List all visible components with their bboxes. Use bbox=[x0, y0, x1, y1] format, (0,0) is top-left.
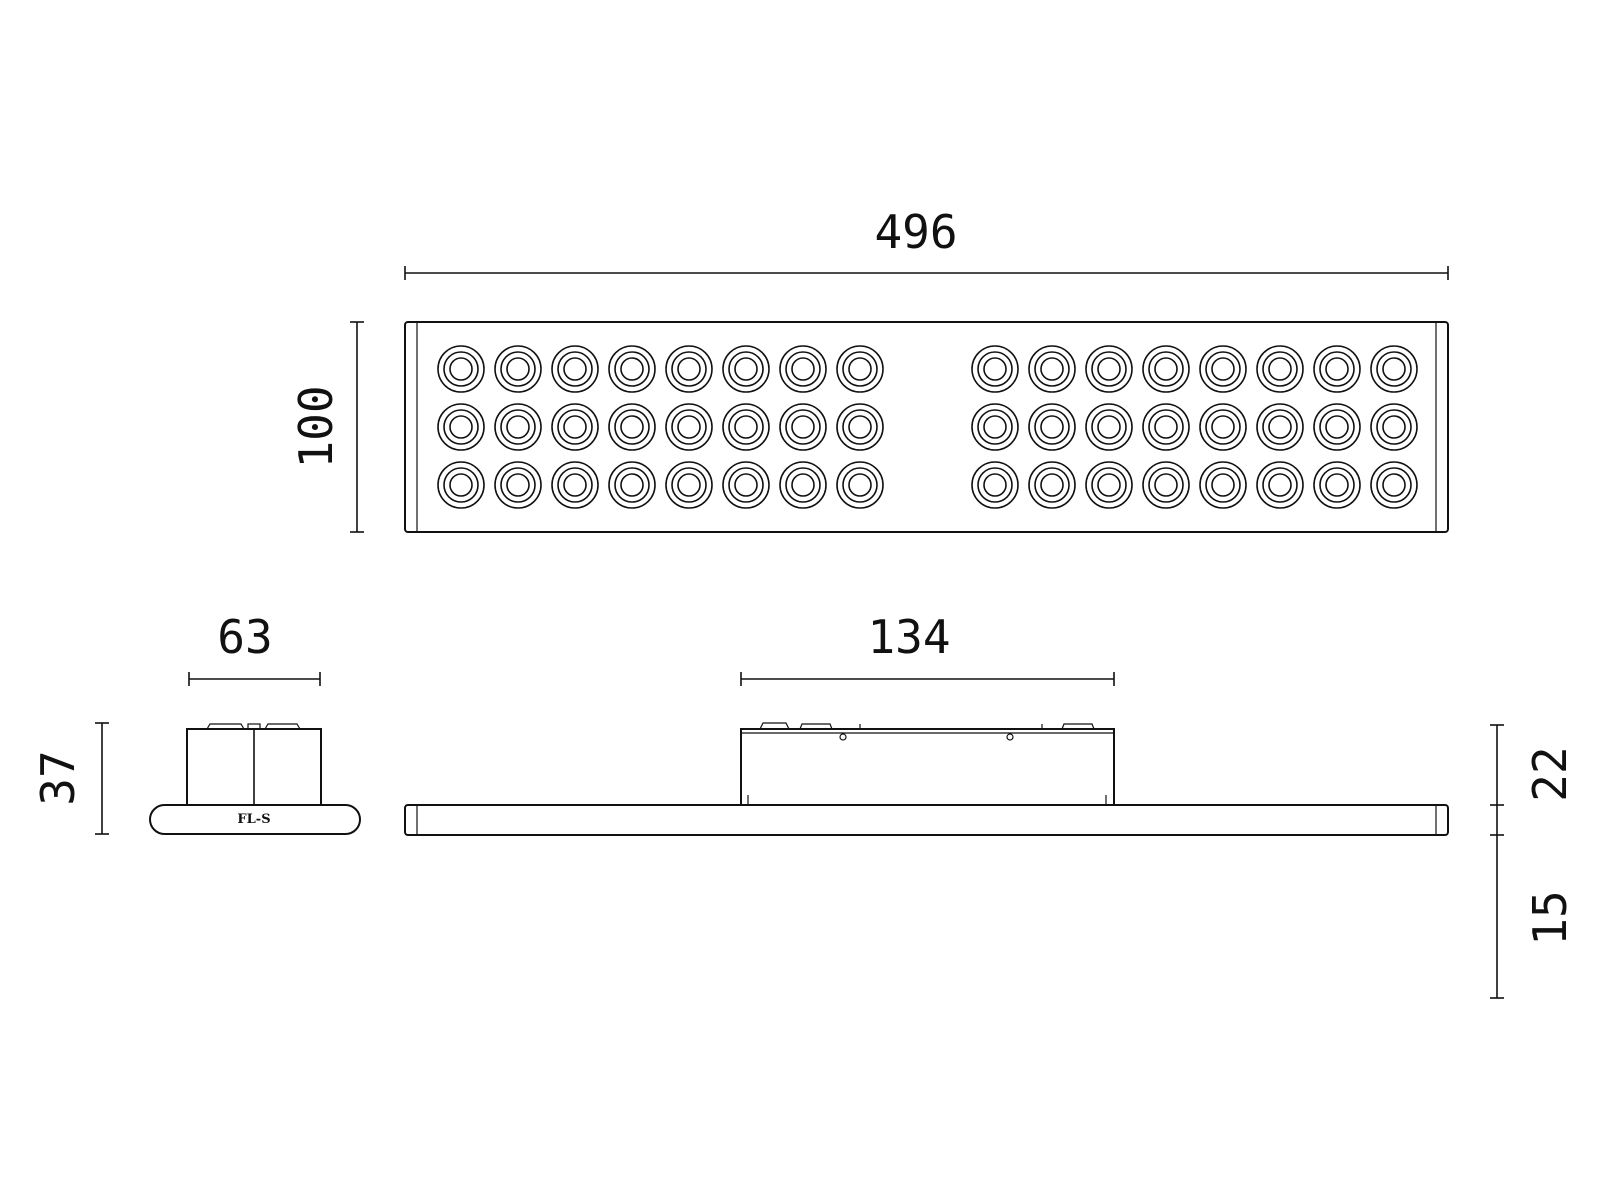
panel-top-outline bbox=[404, 321, 1449, 533]
end-view: 63 37 FL-S bbox=[31, 610, 361, 835]
led-lens bbox=[1142, 403, 1190, 451]
led-lens bbox=[665, 345, 713, 393]
led-lens bbox=[722, 403, 770, 451]
led-lens bbox=[494, 345, 542, 393]
led-lens bbox=[1256, 461, 1304, 509]
side-view: 134 22 bbox=[404, 610, 1577, 999]
led-lens bbox=[971, 345, 1019, 393]
led-lens bbox=[1085, 461, 1133, 509]
led-lens bbox=[836, 403, 884, 451]
led-lens bbox=[551, 345, 599, 393]
led-lens bbox=[722, 461, 770, 509]
panel-side-profile bbox=[404, 804, 1449, 836]
led-lens bbox=[971, 461, 1019, 509]
height-dimensions-right: 22 15 bbox=[1490, 724, 1577, 999]
led-lens bbox=[437, 403, 485, 451]
led-lens bbox=[1370, 345, 1418, 393]
led-lens bbox=[665, 403, 713, 451]
top-view: 496 100 bbox=[289, 205, 1449, 533]
led-lens bbox=[437, 345, 485, 393]
led-lens bbox=[551, 461, 599, 509]
total-height-value: 37 bbox=[31, 750, 85, 805]
end-cap-profile: FL-S bbox=[149, 804, 361, 835]
led-lens bbox=[1028, 345, 1076, 393]
led-lens bbox=[1142, 345, 1190, 393]
end-driver-box bbox=[186, 723, 322, 806]
led-lens-array bbox=[437, 345, 1418, 509]
led-lens bbox=[1313, 345, 1361, 393]
led-lens bbox=[971, 403, 1019, 451]
led-lens bbox=[1370, 403, 1418, 451]
length-value: 496 bbox=[874, 205, 957, 259]
side-driver-box bbox=[740, 722, 1115, 806]
led-lens bbox=[494, 461, 542, 509]
driver-length-dimension: 134 bbox=[740, 610, 1115, 686]
led-lens bbox=[1142, 461, 1190, 509]
led-lens bbox=[1199, 461, 1247, 509]
led-lens bbox=[1085, 345, 1133, 393]
led-lens bbox=[779, 403, 827, 451]
led-lens bbox=[1085, 403, 1133, 451]
led-lens bbox=[608, 403, 656, 451]
led-lens bbox=[494, 403, 542, 451]
led-lens bbox=[551, 403, 599, 451]
led-lens bbox=[836, 461, 884, 509]
led-lens bbox=[779, 345, 827, 393]
led-lens bbox=[608, 461, 656, 509]
led-lens bbox=[779, 461, 827, 509]
led-lens bbox=[1256, 345, 1304, 393]
led-lens bbox=[836, 345, 884, 393]
led-lens bbox=[1028, 403, 1076, 451]
led-lens bbox=[1199, 345, 1247, 393]
end-cap-label: FL-S bbox=[237, 812, 270, 827]
led-lens bbox=[1256, 403, 1304, 451]
width-value: 100 bbox=[289, 385, 343, 468]
led-lens bbox=[665, 461, 713, 509]
length-dimension: 496 bbox=[404, 205, 1449, 280]
led-lens bbox=[722, 345, 770, 393]
panel-height-value: 15 bbox=[1523, 890, 1577, 945]
total-height-dimension: 37 bbox=[31, 722, 109, 835]
led-lens bbox=[608, 345, 656, 393]
led-lens bbox=[1370, 461, 1418, 509]
led-lens bbox=[1199, 403, 1247, 451]
led-lens bbox=[1313, 461, 1361, 509]
led-lens bbox=[437, 461, 485, 509]
side-width-dimension: 63 bbox=[188, 610, 321, 686]
led-lens bbox=[1028, 461, 1076, 509]
led-lens bbox=[1313, 403, 1361, 451]
width-dimension: 100 bbox=[289, 321, 364, 533]
side-width-value: 63 bbox=[217, 610, 272, 664]
driver-height-value: 22 bbox=[1523, 746, 1577, 801]
driver-length-value: 134 bbox=[867, 610, 950, 664]
